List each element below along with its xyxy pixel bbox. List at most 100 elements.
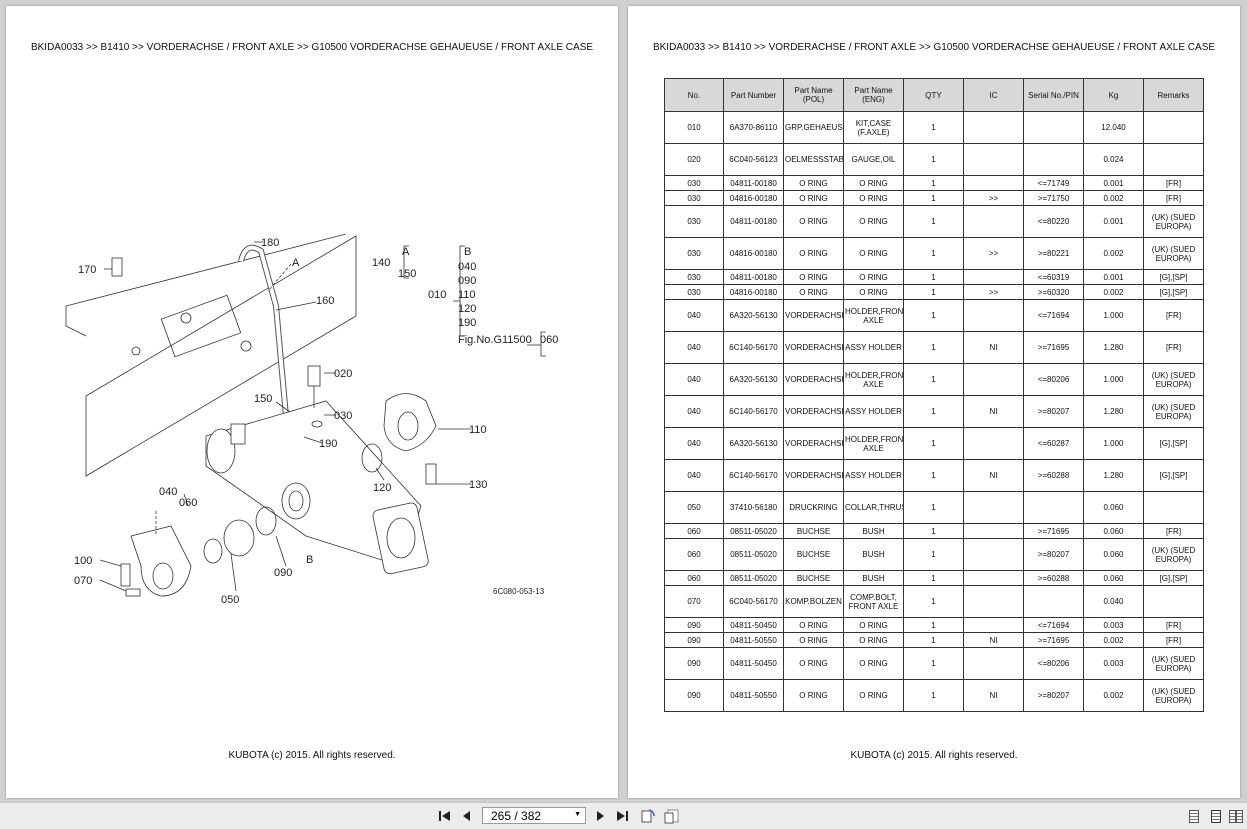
chevron-down-icon: ▼ [574, 811, 581, 818]
table-cell: NI [963, 331, 1024, 364]
o-ring-090 [255, 506, 277, 536]
table-cell: VORDERACHSKONSOLE [783, 459, 844, 492]
callout-110-ref: 110 [458, 289, 476, 301]
fit-page-icon[interactable] [663, 807, 681, 825]
table-cell: 04811-00180 [723, 175, 784, 191]
table-cell: 1 [903, 617, 964, 633]
page-number-select[interactable]: 265 / 382 ▼ [482, 807, 586, 824]
table-cell: >=71695 [1023, 523, 1084, 539]
table-cell: 070 [664, 585, 724, 618]
table-cell: NI [963, 395, 1024, 428]
table-cell: >=60288 [1023, 459, 1084, 492]
table-cell: 090 [664, 617, 724, 633]
table-cell: 08511-05020 [723, 523, 784, 539]
table-cell: 060 [664, 523, 724, 539]
next-page-icon[interactable] [591, 807, 609, 825]
table-cell: VORDERACHSKONSOLE [783, 363, 844, 396]
table-cell: 1 [903, 491, 964, 524]
filler-boss [230, 423, 246, 445]
table-cell: 0.001 [1083, 205, 1144, 238]
table-cell: [FR] [1143, 523, 1204, 539]
table-cell [963, 491, 1024, 524]
bush-060 [223, 519, 255, 557]
callout-140: 140 [372, 257, 390, 269]
table-cell: 6C140-56170 [723, 395, 784, 428]
table-cell: 030 [664, 205, 724, 238]
table-cell: O RING [783, 269, 844, 285]
table-cell: 12.040 [1083, 111, 1144, 144]
holder-110 [383, 393, 437, 452]
table-cell: 030 [664, 284, 724, 300]
leader-120 [375, 467, 385, 481]
table-cell: VORDERACHSKONSOLE [783, 331, 844, 364]
table-cell: O RING [783, 205, 844, 238]
leader-050 [230, 553, 237, 592]
table-cell: O RING [843, 617, 904, 633]
rotate-icon[interactable] [639, 807, 657, 825]
callout-170: 170 [78, 264, 96, 276]
table-cell: HOLDER,FRONT AXLE [843, 299, 904, 332]
two-page-view-icon[interactable] [1227, 807, 1245, 825]
callout-150-ref: 150 [398, 268, 416, 280]
table-cell: 1 [903, 237, 964, 270]
table-cell: <=71694 [1023, 299, 1084, 332]
table-cell: 1 [903, 205, 964, 238]
table-cell: 1 [903, 585, 964, 618]
table-cell: 1.280 [1083, 395, 1144, 428]
table-cell: 1 [903, 523, 964, 539]
table-cell: HOLDER,FRONT AXLE [843, 427, 904, 460]
first-page-icon[interactable] [436, 807, 454, 825]
callout-040-ref: 040 [458, 261, 476, 273]
table-cell: 1 [903, 647, 964, 680]
table-cell: 0.002 [1083, 679, 1144, 712]
callout-150: 150 [254, 393, 272, 405]
table-cell: 090 [664, 679, 724, 712]
pivot-bore [288, 490, 304, 512]
callout-180: 180 [261, 237, 279, 249]
table-cell: BUCHSE [783, 570, 844, 586]
dipstick-tube-inner [239, 245, 288, 417]
table-row: 0406A320-56130VORDERACHSKONSOLEHOLDER,FR… [664, 427, 1204, 460]
frame-rail [85, 235, 357, 477]
table-cell: [FR] [1143, 299, 1204, 332]
table-cell: O RING [783, 175, 844, 191]
leader-190 [303, 436, 323, 444]
pivot-boss [281, 482, 311, 520]
prev-page-icon[interactable] [458, 807, 476, 825]
table-cell: >> [963, 237, 1024, 270]
callout-B: B [306, 554, 313, 566]
leader-160 [275, 301, 317, 311]
table-cell: BUSH [843, 538, 904, 571]
bolt-130 [425, 463, 437, 485]
single-page-view-icon[interactable] [1185, 807, 1203, 825]
last-page-icon[interactable] [613, 807, 631, 825]
table-cell: BUCHSE [783, 523, 844, 539]
continuous-view-icon[interactable] [1207, 807, 1225, 825]
table-cell: >=80221 [1023, 237, 1084, 270]
table-cell: [FR] [1143, 632, 1204, 648]
table-cell: 1.280 [1083, 459, 1144, 492]
callout-090: 090 [274, 567, 292, 579]
table-cell: O RING [843, 647, 904, 680]
table-cell: ASSY HOLDER [843, 459, 904, 492]
table-cell [963, 523, 1024, 539]
callout-190: 190 [319, 438, 337, 450]
bracket-060 [540, 331, 546, 357]
table-cell: 040 [664, 395, 724, 428]
table-cell: 6C140-56170 [723, 331, 784, 364]
bolt-hole [240, 340, 252, 352]
table-cell: O RING [843, 632, 904, 648]
table-cell: 030 [664, 190, 724, 206]
table-cell: [FR] [1143, 331, 1204, 364]
table-cell: 1 [903, 190, 964, 206]
o-ring-120 [361, 443, 383, 473]
table-cell: 1.000 [1083, 427, 1144, 460]
